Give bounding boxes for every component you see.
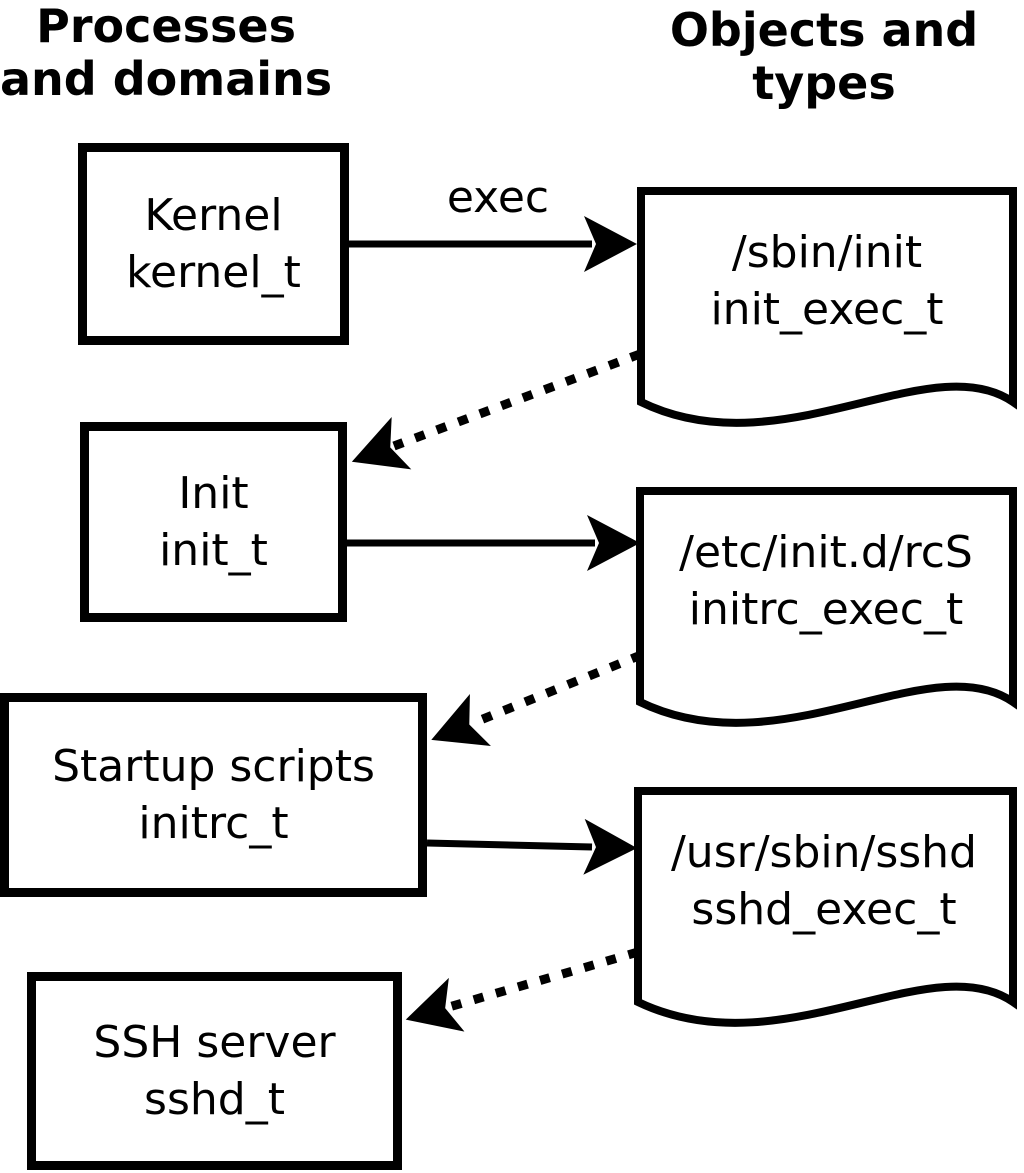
process-name: Kernel	[144, 190, 283, 241]
transition-arrow-sbin-init-to-init	[351, 349, 642, 470]
domain-type: initrc_t	[138, 798, 289, 849]
process-box-ssh-server: SSH server sshd_t	[27, 972, 402, 1170]
process-box-startup-scripts: Startup scripts initrc_t	[0, 693, 427, 897]
exec-arrow-label: exec	[446, 172, 550, 223]
transition-arrow-etc-initd-rcs-to-startup-scripts	[431, 650, 643, 746]
column-header-objects: Objects and types	[624, 4, 1024, 110]
domain-type: sshd_t	[144, 1074, 285, 1125]
domain-type: init_t	[159, 525, 268, 576]
header-line: Objects and	[669, 3, 979, 57]
document-shape-usr-sbin-sshd	[634, 787, 1017, 1027]
document-shape-sbin-init	[637, 187, 1017, 427]
document-shape-etc-initd-rcs	[636, 487, 1017, 727]
transition-arrow-usr-sbin-sshd-to-ssh-server	[405, 947, 640, 1032]
process-box-kernel: Kernel kernel_t	[78, 143, 349, 345]
exec-arrow-startup-scripts-to-usr-sbin-sshd	[426, 818, 637, 875]
header-line: Processes	[36, 0, 296, 53]
header-line: types	[752, 56, 896, 110]
process-box-init: Init init_t	[80, 422, 347, 622]
process-name: SSH server	[93, 1017, 336, 1068]
column-header-processes: Processes and domains	[0, 0, 332, 106]
process-name: Startup scripts	[52, 741, 375, 792]
process-name: Init	[178, 468, 249, 519]
header-line: and domains	[0, 52, 333, 106]
domain-type: kernel_t	[126, 247, 301, 298]
